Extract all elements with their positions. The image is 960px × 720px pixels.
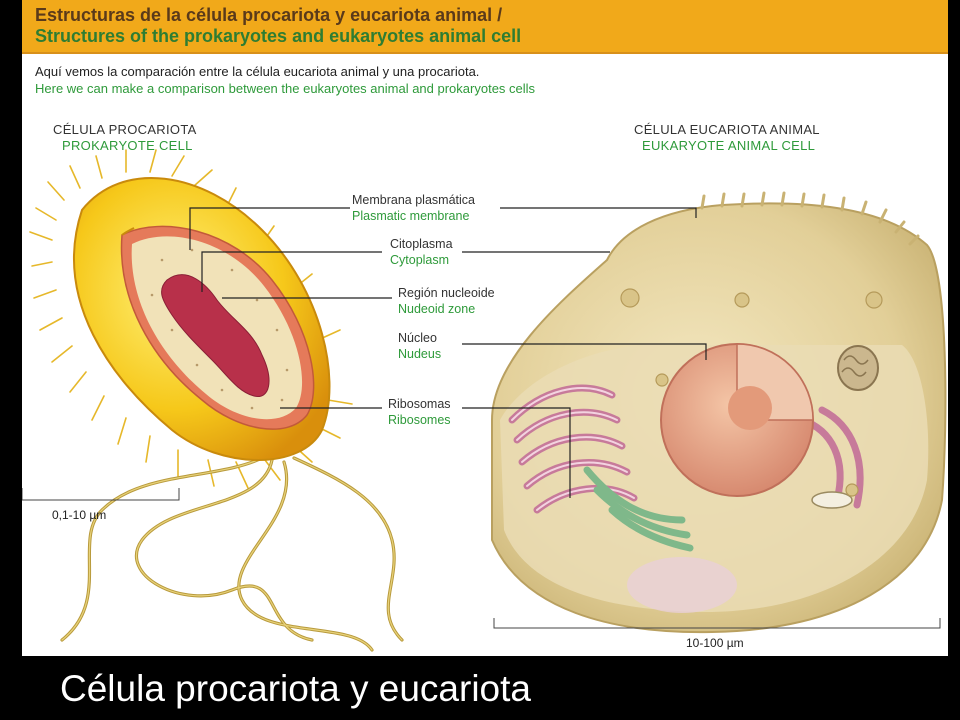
label-cytoplasm: Citoplasma Cytoplasm (390, 236, 453, 268)
label-nucleus-es: Núcleo (398, 331, 437, 345)
label-plasma-membrane-es: Membrana plasmática (352, 193, 475, 207)
intro-spanish: Aquí vemos la comparación entre la célul… (35, 64, 480, 79)
title-banner: Estructuras de la célula procariota y eu… (22, 0, 948, 54)
slide-caption: Célula procariota y eucariota (60, 668, 531, 709)
cell-illustration (22, 149, 947, 652)
eukaryote-title-spanish: CÉLULA EUCARIOTA ANIMAL (634, 122, 820, 137)
intro-english: Here we can make a comparison between th… (35, 81, 536, 96)
label-ribosomes-en: Ribosomes (388, 413, 451, 427)
label-cytoplasm-en: Cytoplasm (390, 253, 450, 267)
flagella (60, 454, 404, 652)
label-nucleoid: Región nucleoide Nudeoid zone (398, 285, 495, 317)
label-cytoplasm-es: Citoplasma (390, 237, 453, 251)
vacuole (627, 557, 737, 613)
prokaryote-title-spanish: CÉLULA PROCARIOTA (53, 122, 197, 137)
prokaryote-scale-bar (22, 488, 180, 501)
nucleoid-region (161, 274, 270, 397)
label-nucleus: Núcleo Nudeus (398, 330, 441, 362)
leader-lines (189, 207, 707, 498)
label-plasma-membrane: Membrana plasmática Plasmatic membrane (352, 192, 475, 224)
mitochondria (811, 345, 879, 509)
label-plasma-membrane-en: Plasmatic membrane (352, 209, 470, 223)
label-ribosomes: Ribosomas Ribosomes (388, 396, 451, 428)
eukaryote-cell (491, 191, 947, 634)
eukaryote-scale-label: 10-100 µm (686, 636, 744, 650)
vesicles (620, 288, 883, 497)
eukaryote-title-english: EUKARYOTE ANIMAL CELL (642, 138, 816, 153)
label-nucleus-en: Nudeus (398, 347, 442, 361)
figure-panel: Estructuras de la célula procariota y eu… (22, 0, 948, 656)
banner-title-spanish: Estructuras de la célula procariota y eu… (35, 5, 503, 25)
label-nucleoid-en: Nudeoid zone (398, 302, 476, 316)
eukaryote-scale-bar (493, 618, 941, 629)
label-nucleoid-es: Región nucleoide (398, 286, 495, 300)
banner-title-english: Structures of the prokaryotes and eukary… (35, 26, 522, 46)
prokaryote-scale-label: 0,1-10 µm (52, 508, 107, 522)
label-ribosomes-es: Ribosomas (388, 397, 451, 411)
prokaryote-title-english: PROKARYOTE CELL (62, 138, 193, 153)
golgi-apparatus (583, 466, 694, 552)
prokaryote-cell (29, 149, 404, 652)
nucleolus (728, 386, 772, 430)
microvilli (700, 191, 920, 246)
